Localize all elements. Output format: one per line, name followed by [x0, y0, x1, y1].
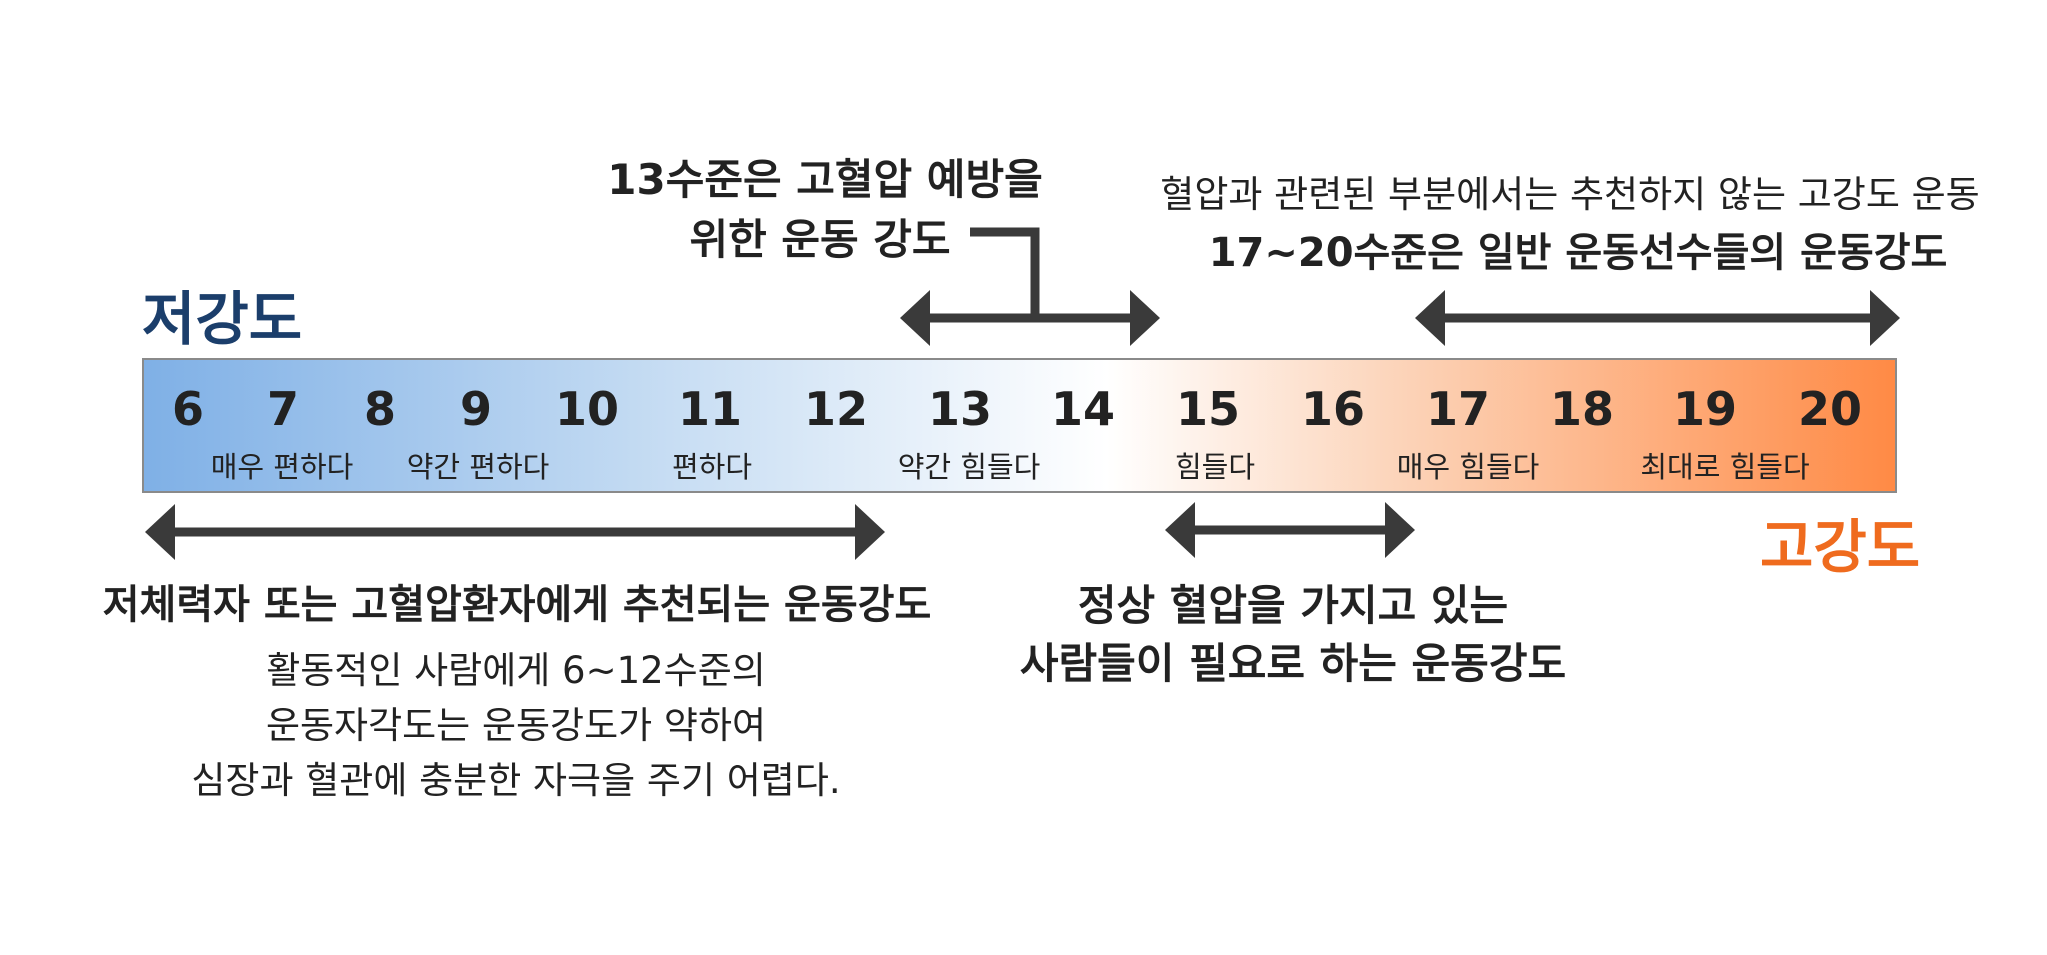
high-annotation-line2: 17~20수준은 일반 운동선수들의 운동강도 [1208, 230, 1948, 276]
level13-range-arrow [900, 290, 1160, 346]
low-annotation-line3: 심장과 혈관에 충분한 자극을 주기 어렵다. [191, 759, 841, 802]
scale-number-10: 10 [554, 382, 620, 436]
low-annotation-line1: 활동적인 사람에게 6~12수준의 [266, 649, 766, 692]
low-intensity-label: 저강도 [142, 285, 303, 353]
scale-descriptor-very-light: 매우 편하다 [210, 450, 354, 484]
scale-descriptor-light: 편하다 [671, 450, 753, 484]
scale-number-7: 7 [266, 382, 300, 436]
scale-number-14: 14 [1050, 382, 1116, 436]
scale-number-12: 12 [803, 382, 869, 436]
scale-number-6: 6 [171, 382, 205, 436]
low-annotation-line2: 운동자각도는 운동강도가 약하여 [265, 704, 767, 747]
scale-number-17: 17 [1425, 382, 1491, 436]
scale-number-16: 16 [1300, 382, 1366, 436]
scale-number-15: 15 [1175, 382, 1241, 436]
scale-descriptor-maximal: 최대로 힘들다 [1640, 450, 1810, 484]
scale-number-13: 13 [927, 382, 993, 436]
scale-descriptor-fairly-light: 약간 편하다 [406, 450, 550, 484]
scale-number-19: 19 [1672, 382, 1738, 436]
level13-connector [970, 227, 1040, 318]
normal-annotation-line2: 사람들이 필요로 하는 운동강도 [1019, 639, 1567, 688]
scale-number-18: 18 [1549, 382, 1615, 436]
high-range-arrow [1415, 290, 1900, 346]
high-intensity-label: 고강도 [1760, 513, 1921, 581]
intensity-scale-bar [142, 358, 1897, 493]
high-annotation-line1: 혈압과 관련된 부분에서는 추천하지 않는 고강도 운동 [1160, 173, 1980, 216]
low-range-arrow [145, 504, 885, 560]
scale-descriptor-somewhat-hard: 약간 힘들다 [897, 450, 1041, 484]
scale-number-9: 9 [459, 382, 493, 436]
normal-range-arrow [1165, 502, 1415, 558]
scale-descriptor-hard: 힘들다 [1174, 450, 1256, 484]
level13-annotation-line1: 13수준은 고혈압 예방을 [607, 155, 1043, 204]
low-annotation-title: 저체력자 또는 고혈압환자에게 추천되는 운동강도 [102, 582, 932, 628]
scale-descriptor-very-hard: 매우 힘들다 [1396, 450, 1540, 484]
level13-annotation-line2: 위한 운동 강도 [689, 215, 951, 264]
scale-number-20: 20 [1797, 382, 1863, 436]
scale-number-11: 11 [677, 382, 743, 436]
normal-annotation-line1: 정상 혈압을 가지고 있는 [1077, 581, 1509, 630]
scale-number-8: 8 [363, 382, 397, 436]
